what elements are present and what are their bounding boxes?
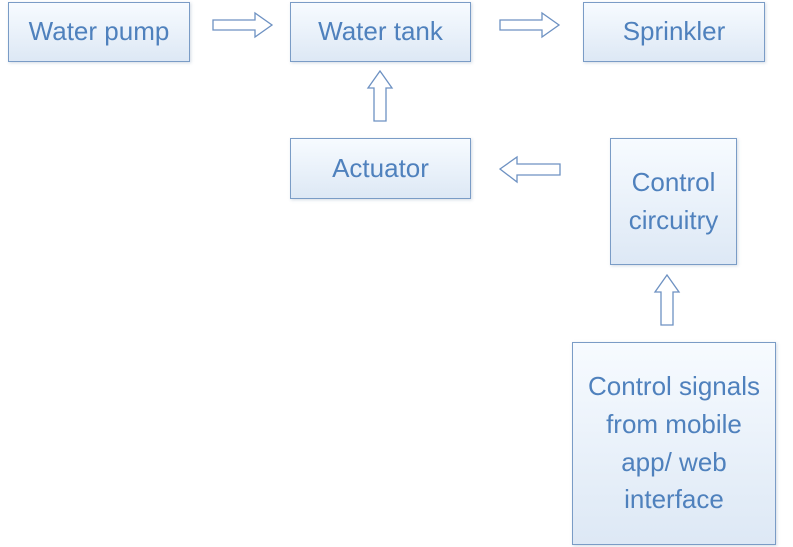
node-water-pump-label: Water pump [28,16,170,47]
node-water-tank: Water tank [290,2,471,62]
arrow-signals-to-control [653,273,681,326]
node-sprinkler: Sprinkler [583,2,765,62]
node-control-circuitry-label: Control circuitry [628,166,719,235]
arrow-tank-to-sprinkler [499,11,561,39]
node-water-tank-label: Water tank [318,16,443,47]
arrow-pump-to-tank [212,11,274,39]
node-sprinkler-label: Sprinkler [622,16,726,47]
arrow-actuator-to-tank [366,69,394,122]
node-control-signals-label: Control signals from mobile app/ web int… [588,371,760,515]
node-control-circuitry: Control circuitry [610,138,737,265]
node-actuator: Actuator [290,138,471,199]
node-water-pump: Water pump [8,2,190,62]
arrow-control-to-actuator [498,155,561,184]
node-actuator-label: Actuator [332,152,429,183]
node-control-signals: Control signals from mobile app/ web int… [572,342,776,545]
